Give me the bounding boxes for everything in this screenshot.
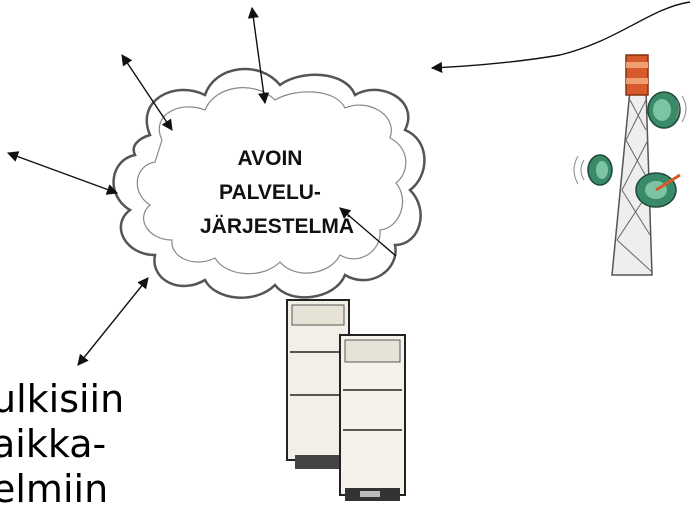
cloud-label-line-3: JÄRJESTELMÄ [200, 215, 355, 238]
cloud-label-line-1: AVOIN [237, 147, 303, 170]
arrow-from-tower [430, 1, 691, 74]
side-text-line-2: aikka- [0, 422, 107, 466]
arrow-bottom-right [339, 207, 397, 257]
cloud-label-line-2: PALVELU- [219, 181, 321, 204]
arrow-top-left [121, 54, 173, 131]
side-text: ulkisiin aikka- elmiin [0, 377, 150, 512]
arrow-left [6, 151, 119, 195]
connection-arrows [6, 1, 691, 366]
arrow-top [247, 6, 270, 105]
antenna-tower-icon [573, 54, 687, 276]
arrow-bottom-left [77, 277, 149, 366]
cloud-label: AVOIN PALVELU- JÄRJESTELMÄ [200, 142, 355, 244]
side-text-line-3: elmiin [0, 467, 109, 511]
server-back [286, 299, 350, 469]
side-text-line-1: ulkisiin [0, 377, 125, 421]
diagram-canvas [6, 1, 691, 501]
server-icon [286, 299, 406, 501]
server-front [339, 334, 406, 501]
cloud-shape [112, 67, 426, 299]
